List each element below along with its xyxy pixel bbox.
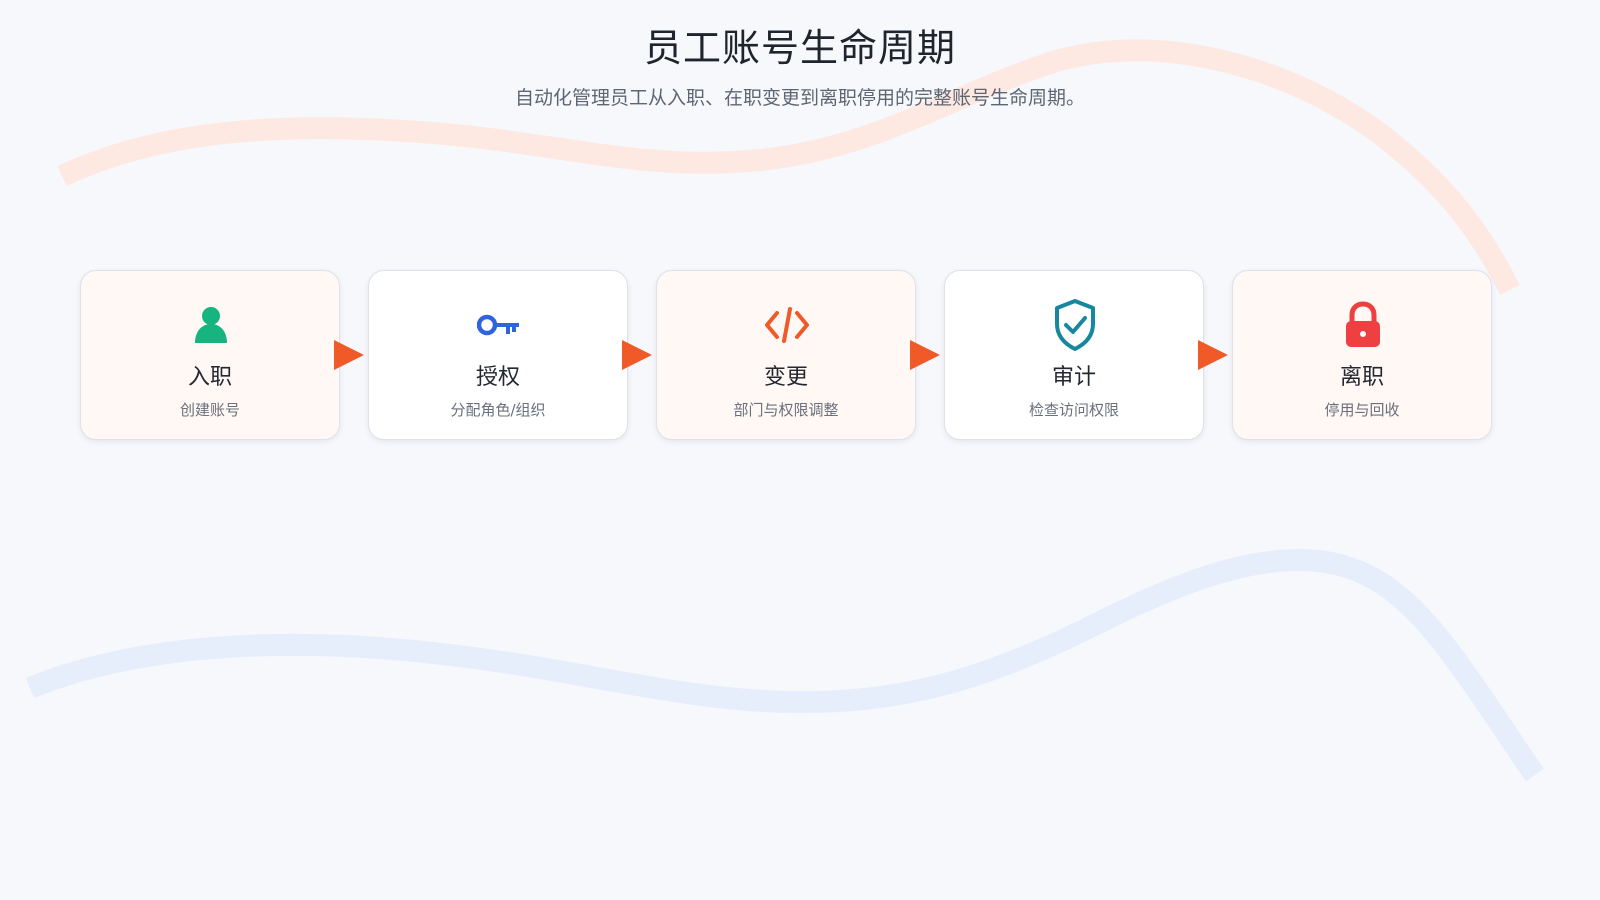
key-icon-blade [493, 323, 519, 334]
code-icon-brackets [765, 307, 809, 343]
key-icon [469, 299, 529, 351]
shield-icon-outline [1055, 299, 1095, 351]
step-label: 入职 [187, 365, 232, 390]
arrow-right-icon [622, 340, 652, 370]
step-label: 变更 [763, 365, 808, 390]
step-description: 创建账号 [179, 401, 240, 419]
step-card-audit: 审计 检查访问权限 [944, 270, 1204, 440]
arrow-right-icon [1198, 340, 1228, 370]
step-description: 检查访问权限 [1028, 401, 1119, 419]
step-description: 停用与回收 [1324, 401, 1400, 419]
step-card-offboard: 离职 停用与回收 [1232, 270, 1492, 440]
lock-icon-shackle [1349, 301, 1377, 322]
arrow-right-icon [910, 340, 940, 370]
step-card-authorize: 授权 分配角色/组织 [368, 270, 628, 440]
user-icon-body [195, 324, 227, 343]
header: 员工账号生命周期 自动化管理员工从入职、在职变更到离职停用的完整账号生命周期。 [0, 26, 1600, 110]
step-description: 分配角色/组织 [450, 401, 546, 419]
lock-icon [1333, 299, 1393, 351]
user-icon-head [202, 307, 220, 325]
step-card-change: 变更 部门与权限调整 [656, 270, 916, 440]
arrow-right-icon [334, 340, 364, 370]
lifecycle-flow: 入职 创建账号 授权 分配角色/组织 变更 部门与权限调整 [80, 270, 1516, 440]
step-label: 授权 [475, 365, 520, 390]
step-label: 审计 [1051, 365, 1096, 390]
step-description: 部门与权限调整 [733, 401, 839, 419]
page-subtitle: 自动化管理员工从入职、在职变更到离职停用的完整账号生命周期。 [514, 86, 1085, 109]
lock-icon-keyhole [1360, 331, 1366, 337]
code-icon [757, 299, 817, 351]
step-card-onboard: 入职 创建账号 [80, 270, 340, 440]
shield-check-icon [1045, 299, 1105, 351]
check-icon [1064, 316, 1087, 334]
step-label: 离职 [1339, 365, 1384, 390]
page-title: 员工账号生命周期 [643, 26, 956, 70]
key-icon-bow [477, 314, 498, 336]
user-icon [181, 299, 241, 351]
wave-cool [25, 548, 1544, 782]
